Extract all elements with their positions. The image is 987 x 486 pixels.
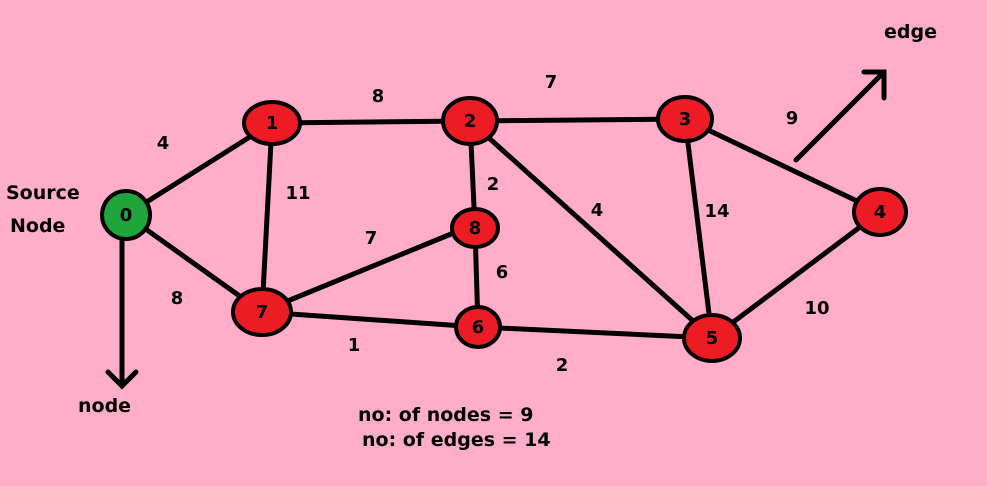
node-4-circle [852, 187, 908, 237]
node-6-label: 6 [472, 317, 485, 338]
edge-weight-5-6: 2 [556, 355, 569, 376]
edge-0-1 [123, 120, 275, 218]
node-7-circle [231, 287, 293, 337]
source-node-label-line2: Node [10, 215, 65, 237]
edge-4-5 [709, 209, 883, 341]
node-0: 0 [100, 189, 152, 241]
edge-count-text: no: of edges = 14 [362, 429, 551, 451]
nodes-layer: 0 1 2 3 4 5 6 7 8 [100, 95, 908, 363]
node-1-label: 1 [266, 113, 279, 134]
node-2: 2 [441, 96, 499, 146]
node-5: 5 [682, 313, 742, 363]
node-8-circle [450, 207, 500, 249]
edge-weight-4-5: 10 [804, 298, 829, 319]
edge-weight-2-3: 7 [545, 72, 558, 93]
node-2-label: 2 [464, 111, 477, 132]
edge-2-3 [467, 116, 688, 124]
edge-7-8 [287, 229, 459, 303]
edge-weight-0-7: 8 [171, 288, 184, 309]
node-6-circle [454, 305, 502, 349]
node-8-label: 8 [469, 218, 482, 239]
edge-caption: edge [884, 21, 937, 43]
edge-weight-3-4: 9 [786, 108, 799, 129]
edge-3-4 [682, 116, 883, 215]
edge-weight-1-2: 8 [372, 86, 385, 107]
node-7: 7 [231, 287, 293, 337]
node-3-circle [656, 95, 714, 143]
node-pointer-arrow-head [105, 369, 139, 390]
node-4: 4 [852, 187, 908, 237]
node-8: 8 [450, 207, 500, 249]
edge-weight-6-8: 6 [496, 262, 509, 283]
node-5-label: 5 [706, 328, 719, 349]
edge-5-6 [475, 324, 715, 341]
node-count-text: no: of nodes = 9 [358, 404, 533, 426]
node-caption: node [78, 395, 131, 417]
edge-6-7 [259, 309, 481, 330]
edge-weight-7-8: 7 [365, 228, 378, 249]
edge-weight-2-8: 2 [487, 174, 500, 195]
node-2-circle [441, 96, 499, 146]
edge-1-7 [259, 120, 275, 315]
node-3-label: 3 [679, 109, 692, 130]
node-1-circle [242, 100, 302, 146]
node-7-label: 7 [256, 302, 269, 323]
node-3: 3 [656, 95, 714, 143]
edge-weight-2-5: 4 [591, 200, 604, 221]
node-0-circle [100, 189, 152, 241]
source-node-label-line1: Source [6, 182, 80, 204]
edge-2-5 [467, 118, 715, 341]
node-4-label: 4 [874, 202, 887, 223]
edge-weight-0-1: 4 [157, 133, 170, 154]
node-1: 1 [242, 100, 302, 146]
edge-3-5 [682, 116, 715, 341]
edge-pointer-arrow-shaft [793, 69, 887, 163]
node-5-circle [682, 313, 742, 363]
edge-weights-layer: 4 8 8 11 7 2 4 9 14 10 2 1 6 7 [157, 72, 830, 376]
edge-1-2 [269, 118, 473, 126]
edge-pointer-arrow-head [861, 69, 887, 101]
edge-weight-6-7: 1 [348, 335, 361, 356]
node-0-label: 0 [120, 205, 133, 226]
edge-weight-3-5: 14 [704, 201, 729, 222]
edge-weight-1-7: 11 [285, 183, 310, 204]
node-6: 6 [454, 305, 502, 349]
